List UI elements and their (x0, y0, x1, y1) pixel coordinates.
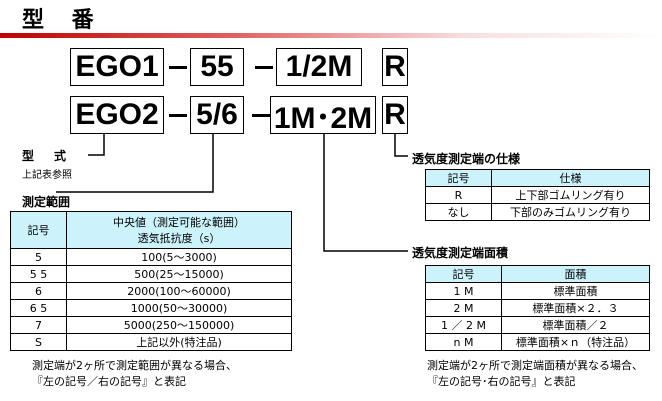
area-header-area: 面積 (501, 265, 650, 283)
range-note-2: 『左の記号／右の記号』と表記 (32, 375, 186, 388)
area-code-1: 1/2M (276, 48, 362, 86)
spec-header-spec: 仕様 (491, 169, 650, 187)
range-note-1: 測定端が2ヶ所で測定範囲が異なる場合、 (32, 359, 237, 372)
separator-dash (255, 66, 273, 69)
area-code-2: 1M･2M (270, 96, 376, 135)
range-header-symbol: 記号 (10, 211, 67, 249)
area-symbol: 1 ／ 2 M (425, 316, 502, 334)
range-value: 500(25～15000) (66, 265, 292, 283)
range-code-1: 55 (190, 48, 244, 86)
area-heading: 透気度測定端面積 (412, 246, 509, 260)
area-desc: 標準面積×２．３ (501, 299, 650, 317)
range-symbol: 6 5 (10, 299, 67, 317)
spec-symbol: R (425, 186, 492, 204)
page-title: 型 番 (22, 8, 104, 33)
range-symbol: 7 (10, 316, 67, 334)
range-symbol: 5 (10, 248, 67, 266)
range-symbol: 6 (10, 282, 67, 300)
model-label: 型 式 (22, 149, 71, 163)
spec-table: 記号 仕様 R 上下部ゴムリング有り なし 下部のみゴムリング有り (425, 169, 650, 221)
area-note-1: 測定端が2ヶ所で測定端面積が異なる場合、 (427, 359, 643, 372)
spec-desc: 下部のみゴムリング有り (491, 203, 650, 221)
range-header-value-line1: 中央値（測定可能な範囲） (113, 216, 245, 229)
separator-dash (252, 114, 270, 117)
separator-dash (169, 114, 187, 117)
spec-desc: 上下部ゴムリング有り (491, 186, 650, 204)
area-desc: 標準面積 (501, 282, 650, 300)
area-desc: 標準面積／２ (501, 316, 650, 334)
range-value: 100(5～3000) (66, 248, 292, 266)
spec-code-1: R (382, 48, 408, 86)
range-value: 5000(250～150000) (66, 316, 292, 334)
spec-code-2: R (382, 96, 408, 134)
range-symbol: 5 5 (10, 265, 67, 283)
spec-symbol: なし (425, 203, 492, 221)
series-code-2: EGO2 (70, 96, 164, 134)
area-header-symbol: 記号 (425, 265, 502, 283)
range-heading: 測定範囲 (22, 195, 71, 209)
area-symbol: 2 M (425, 299, 502, 317)
range-value: 2000(100～60000) (66, 282, 292, 300)
range-symbol: S (10, 333, 67, 351)
area-note-2: 『左の記号･右の記号』と表記 (427, 375, 576, 388)
range-value: 上記以外(特注品) (66, 333, 292, 351)
spec-header-symbol: 記号 (425, 169, 492, 187)
range-header-value-line2: 透気抵抗度（s） (137, 232, 221, 245)
range-code-2: 5/6 (190, 96, 244, 134)
model-note: 上記表参照 (22, 170, 72, 181)
table-row: なし 下部のみゴムリング有り (425, 203, 650, 221)
range-value: 1000(50～30000) (66, 299, 292, 317)
spec-heading: 透気度測定端の仕様 (412, 152, 521, 166)
table-row: R 上下部ゴムリング有り (425, 186, 650, 204)
area-desc: 標準面積×ｎ（特注品） (501, 333, 650, 351)
area-symbol: n M (425, 333, 502, 351)
area-symbol: 1 M (425, 282, 502, 300)
series-code-1: EGO1 (70, 48, 164, 86)
separator-dash (169, 66, 187, 69)
range-header-value: 中央値（測定可能な範囲） 透気抵抗度（s） (66, 211, 292, 249)
title-underline (0, 33, 662, 38)
